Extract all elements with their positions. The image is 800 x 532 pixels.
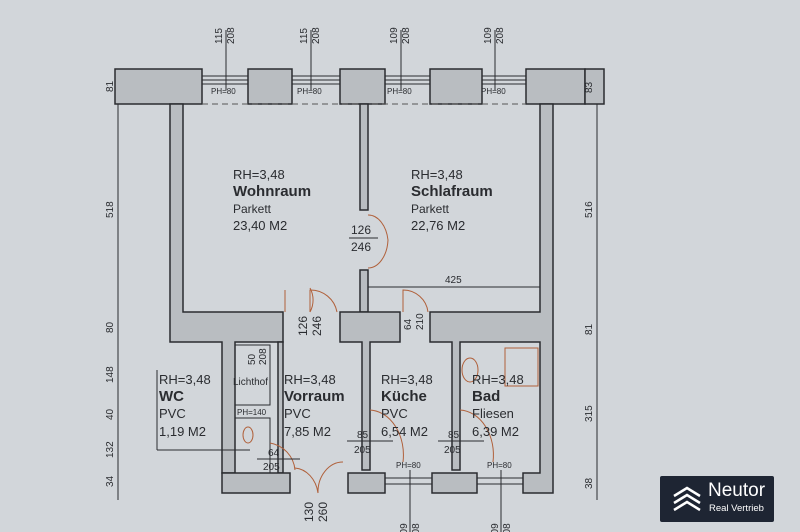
room-area: 6,39 M2 bbox=[472, 424, 519, 439]
walls bbox=[156, 103, 554, 494]
door-7-h: 260 bbox=[316, 502, 330, 522]
room-area: 7,85 M2 bbox=[284, 424, 331, 439]
bottom-window-2-ph: PH=80 bbox=[487, 461, 512, 470]
room-height: RH=3,48 bbox=[284, 372, 336, 387]
room-schlafraum: RH=3,48 Schlafraum Parkett 22,76 M2 bbox=[411, 167, 493, 233]
top-wall bbox=[114, 68, 605, 105]
room-area: 22,76 M2 bbox=[411, 218, 465, 233]
top-window-1-ph: PH=80 bbox=[211, 87, 236, 96]
bottom-window-2-w: 109 bbox=[490, 523, 501, 532]
room-area: 23,40 M2 bbox=[233, 218, 287, 233]
chevron-up-logo-icon bbox=[673, 486, 701, 512]
top-window-1-h: 208 bbox=[226, 27, 237, 44]
room-height: RH=3,48 bbox=[381, 372, 433, 387]
door-1-w: 126 bbox=[351, 223, 371, 237]
room-floor: Parkett bbox=[411, 202, 450, 216]
top-window-3-ph: PH=80 bbox=[387, 87, 412, 96]
door-4-h: 205 bbox=[263, 462, 280, 473]
dim-right-3: 315 bbox=[584, 405, 595, 422]
door-1-h: 246 bbox=[351, 240, 371, 254]
dim-left-3: 148 bbox=[105, 366, 116, 383]
top-window-1-w: 115 bbox=[214, 28, 225, 44]
top-window-2-ph: PH=80 bbox=[297, 87, 322, 96]
bottom-window-1-ph: PH=80 bbox=[396, 461, 421, 470]
top-window-2-w: 115 bbox=[299, 28, 310, 44]
dim-left-2: 80 bbox=[105, 321, 116, 333]
door-labels: 126 246 126 246 64 210 64 205 85 205 85 … bbox=[257, 223, 484, 522]
top-window-labels: 115 208 115 208 109 208 109 208 PH=80 PH… bbox=[211, 27, 506, 96]
lichthof-h: 208 bbox=[258, 348, 269, 365]
lichthof-label: Lichthof bbox=[233, 377, 268, 388]
top-window-4-w: 109 bbox=[483, 27, 494, 44]
right-dimensions: 83 516 81 315 38 bbox=[584, 81, 595, 489]
room-floor: PVC bbox=[381, 406, 408, 421]
room-vorraum: RH=3,48 Vorraum PVC 7,85 M2 bbox=[284, 372, 345, 439]
room-wc: RH=3,48 WC PVC 1,19 M2 bbox=[159, 372, 211, 439]
lichthof: 50 208 Lichthof PH=140 bbox=[233, 348, 269, 417]
room-floor: Parkett bbox=[233, 202, 272, 216]
logo-tagline: Real Vertrieb bbox=[709, 503, 764, 514]
door-6-h: 205 bbox=[444, 445, 461, 456]
lichthof-ph: PH=140 bbox=[237, 408, 267, 417]
room-height: RH=3,48 bbox=[472, 372, 524, 387]
room-area: 1,19 M2 bbox=[159, 424, 206, 439]
dim-left-5: 132 bbox=[105, 441, 116, 458]
door-5-h: 205 bbox=[354, 445, 371, 456]
room-name: Küche bbox=[381, 388, 427, 405]
door-4-w: 64 bbox=[268, 448, 280, 459]
room-name: Vorraum bbox=[284, 388, 345, 405]
door-swings bbox=[242, 214, 539, 494]
room-name: Wohnraum bbox=[233, 183, 311, 200]
dim-right-4: 38 bbox=[584, 477, 595, 489]
door-3-w: 64 bbox=[403, 318, 414, 330]
room-floor: Fliesen bbox=[472, 406, 514, 421]
door-6-w: 85 bbox=[448, 430, 460, 441]
room-name: WC bbox=[159, 388, 184, 405]
bottom-window-1-h: 208 bbox=[411, 523, 422, 532]
dim-inner: 425 bbox=[445, 275, 462, 286]
dim-right-0: 83 bbox=[584, 81, 595, 93]
room-wohnraum: RH=3,48 Wohnraum Parkett 23,40 M2 bbox=[233, 167, 311, 233]
room-height: RH=3,48 bbox=[411, 167, 463, 182]
door-7-w: 130 bbox=[302, 502, 316, 522]
top-window-4-h: 208 bbox=[495, 27, 506, 44]
room-bad: RH=3,48 Bad Fliesen 6,39 M2 bbox=[472, 372, 524, 439]
top-window-2-h: 208 bbox=[311, 27, 322, 44]
left-dimensions: 81 518 80 148 40 132 34 bbox=[105, 80, 116, 487]
room-height: RH=3,48 bbox=[233, 167, 285, 182]
logo-name: Neutor bbox=[708, 480, 766, 501]
dim-left-4: 40 bbox=[105, 408, 116, 420]
top-window-3-w: 109 bbox=[389, 27, 400, 44]
door-2-h: 246 bbox=[310, 316, 324, 336]
room-kueche: RH=3,48 Küche PVC 6,54 M2 bbox=[381, 372, 433, 439]
door-5-w: 85 bbox=[357, 430, 369, 441]
dim-right-1: 516 bbox=[584, 201, 595, 218]
neutor-logo: Neutor Real Vertrieb bbox=[660, 476, 774, 522]
room-name: Bad bbox=[472, 388, 500, 405]
room-name: Schlafraum bbox=[411, 183, 493, 200]
dim-right-2: 81 bbox=[584, 323, 595, 335]
door-2-w: 126 bbox=[296, 316, 310, 336]
room-floor: PVC bbox=[159, 406, 186, 421]
dim-left-0: 81 bbox=[105, 80, 116, 92]
room-floor: PVC bbox=[284, 406, 311, 421]
bottom-window-2-h: 208 bbox=[502, 523, 513, 532]
bottom-window-1-w: 109 bbox=[399, 523, 410, 532]
dim-left-6: 34 bbox=[105, 475, 116, 487]
room-area: 6,54 M2 bbox=[381, 424, 428, 439]
room-height: RH=3,48 bbox=[159, 372, 211, 387]
bottom-window-labels: PH=80 PH=80 109 208 109 208 bbox=[396, 461, 513, 532]
dim-left-1: 518 bbox=[105, 201, 116, 218]
top-window-3-h: 208 bbox=[401, 27, 412, 44]
lichthof-w: 50 bbox=[247, 353, 258, 365]
door-3-h: 210 bbox=[415, 313, 426, 330]
top-window-4-ph: PH=80 bbox=[481, 87, 506, 96]
